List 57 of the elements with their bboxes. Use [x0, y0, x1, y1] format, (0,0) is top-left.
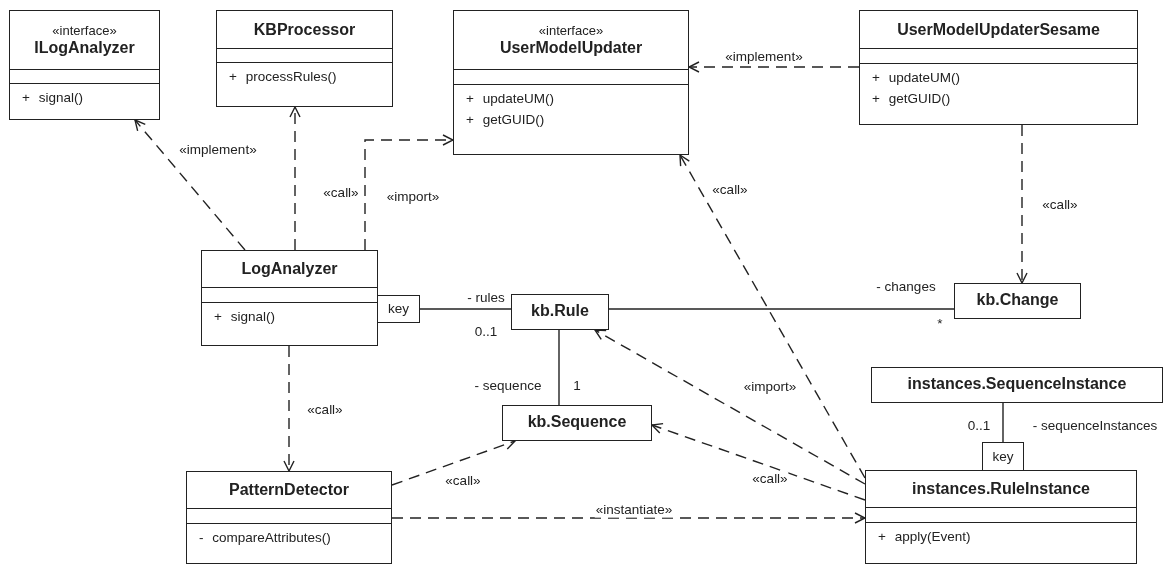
class-name: kb.Rule — [531, 302, 589, 321]
dependency-arrow — [688, 61, 860, 73]
association-line — [1002, 402, 1004, 443]
class-box — [511, 294, 609, 330]
role-label: - sequenceInstances — [1031, 418, 1159, 434]
qualifier-box — [982, 442, 1024, 471]
operation-text: + apply(Event) — [878, 529, 971, 545]
dependency-arrow — [679, 154, 866, 479]
stereotype-label: «interface» — [52, 23, 117, 39]
association-line — [558, 329, 560, 406]
class-box — [871, 367, 1163, 403]
qualifier-box — [377, 295, 420, 323]
association-line — [608, 308, 955, 310]
operation-text: + getGUID() — [872, 91, 951, 107]
class-box — [186, 471, 392, 564]
class-name: UserModelUpdater — [499, 38, 643, 58]
class-name: kb.Change — [976, 291, 1059, 310]
edge-label: «implement» — [724, 49, 804, 65]
operation-text: + processRules() — [229, 69, 337, 85]
class-name: ILogAnalyzer — [34, 38, 135, 58]
class-name: LogAnalyzer — [241, 260, 338, 279]
operation-text: + signal() — [214, 309, 275, 325]
operation-text: + updateUM() — [872, 70, 960, 86]
association-line — [419, 308, 512, 310]
class-box — [216, 10, 393, 107]
class-box — [453, 10, 689, 155]
operation-text: + signal() — [22, 90, 83, 106]
operation-text: + getGUID() — [466, 112, 545, 128]
dependency-arrow — [283, 345, 295, 472]
qualifier-label: key — [992, 448, 1014, 465]
class-box — [954, 283, 1081, 319]
class-name: instances.RuleInstance — [912, 480, 1090, 499]
operation-text: + updateUM() — [466, 91, 554, 107]
qualifier-label: key — [388, 301, 409, 317]
dependency-arrow — [651, 422, 866, 501]
dependency-arrow — [134, 119, 246, 251]
dependency-arrow — [1016, 124, 1028, 284]
class-name: UserModelUpdaterSesame — [897, 20, 1100, 40]
class-name: PatternDetector — [229, 481, 349, 500]
class-box — [865, 470, 1137, 564]
operation-text: - compareAttributes() — [199, 530, 331, 546]
dependency-arrow — [364, 134, 454, 251]
edge-label: «import» — [742, 379, 798, 395]
dependency-arrow — [289, 106, 301, 251]
class-name: KBProcessor — [253, 20, 356, 40]
class-name: instances.SequenceInstance — [907, 375, 1127, 394]
dependency-arrow — [391, 512, 866, 524]
class-box — [9, 10, 160, 120]
edge-label: «implement» — [178, 142, 258, 158]
role-label: - changes — [875, 279, 937, 295]
class-box — [859, 10, 1138, 125]
class-box — [502, 405, 652, 441]
stereotype-label: «interface» — [538, 23, 604, 39]
class-name: kb.Sequence — [527, 413, 627, 432]
class-box — [201, 250, 378, 346]
dependency-arrow — [594, 329, 866, 485]
stereotype-label: «import» — [385, 189, 441, 205]
